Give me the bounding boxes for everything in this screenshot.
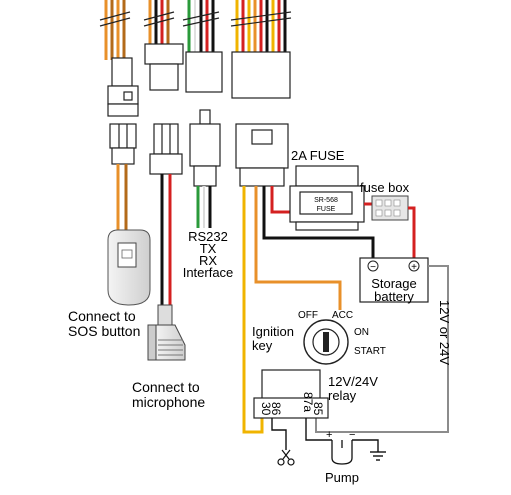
gray-power-wire bbox=[315, 265, 449, 433]
pump-positive: + bbox=[326, 429, 332, 441]
wire-harness bbox=[104, 0, 287, 60]
battery-label-line-1: Storage bbox=[371, 276, 417, 291]
sos-connector bbox=[107, 57, 139, 165]
relay-pin-86: 86 bbox=[269, 402, 283, 416]
sos-button bbox=[107, 229, 151, 306]
relay-pin-85: 85 bbox=[311, 402, 325, 416]
ignition-start: START bbox=[354, 346, 386, 357]
voltage-label: 12V or 24V bbox=[437, 300, 452, 365]
fusebox-to-battery-wire bbox=[408, 206, 416, 262]
scissors-icon bbox=[277, 449, 295, 466]
rs232-wires bbox=[196, 186, 212, 228]
power-wires bbox=[242, 186, 375, 434]
relay-label-line-2: relay bbox=[328, 388, 357, 403]
fuse-body-line-1: SR-568 bbox=[314, 197, 338, 204]
ignition-on: ON bbox=[354, 327, 369, 338]
fuse-title: 2A FUSE bbox=[291, 148, 345, 163]
ignition-acc: ACC bbox=[332, 310, 353, 321]
storage-battery bbox=[359, 257, 429, 303]
ignition-label-line-1: Ignition bbox=[252, 324, 294, 339]
microphone bbox=[147, 304, 186, 361]
ignition-off: OFF bbox=[298, 310, 318, 321]
power-connector bbox=[231, 51, 291, 187]
rs232-tx-label: TX bbox=[200, 241, 217, 256]
sos-label-line-1: Connect to bbox=[68, 308, 136, 324]
sos-wires bbox=[116, 164, 128, 235]
relay-pin-87a: 87a bbox=[301, 392, 315, 412]
relay-pin-30: 30 bbox=[259, 402, 273, 416]
battery-negative: − bbox=[370, 262, 376, 273]
microphone-label-line-2: microphone bbox=[132, 394, 205, 410]
rs232-rx-label: RX bbox=[199, 253, 217, 268]
pump-label: Pump bbox=[325, 470, 359, 485]
microphone-label-line-1: Connect to bbox=[132, 379, 200, 395]
fuse-holder bbox=[289, 165, 365, 231]
fuse-box bbox=[371, 195, 409, 221]
mic-wires bbox=[160, 174, 172, 318]
relay-wires bbox=[271, 418, 379, 452]
rs232-label: RS232 bbox=[188, 229, 228, 244]
rs232-interface-label: Interface bbox=[183, 265, 234, 280]
pump bbox=[331, 440, 353, 465]
wire-break-marks bbox=[99, 11, 292, 27]
relay-label-line-1: 12V/24V bbox=[328, 374, 378, 389]
ignition-label-line-2: key bbox=[252, 338, 273, 353]
fuse-box-label: fuse box bbox=[360, 180, 410, 195]
fuse-body-line-2: FUSE bbox=[317, 206, 336, 213]
rs232-connector bbox=[185, 51, 223, 187]
battery-label-line-2: battery bbox=[374, 289, 414, 304]
pump-negative: − bbox=[349, 429, 355, 441]
battery-positive: + bbox=[411, 262, 417, 273]
ground-icon bbox=[370, 451, 386, 461]
ignition-key bbox=[303, 319, 349, 365]
sos-label-line-2: SOS button bbox=[68, 323, 140, 339]
relay bbox=[253, 369, 329, 419]
mic-connector bbox=[144, 43, 184, 175]
